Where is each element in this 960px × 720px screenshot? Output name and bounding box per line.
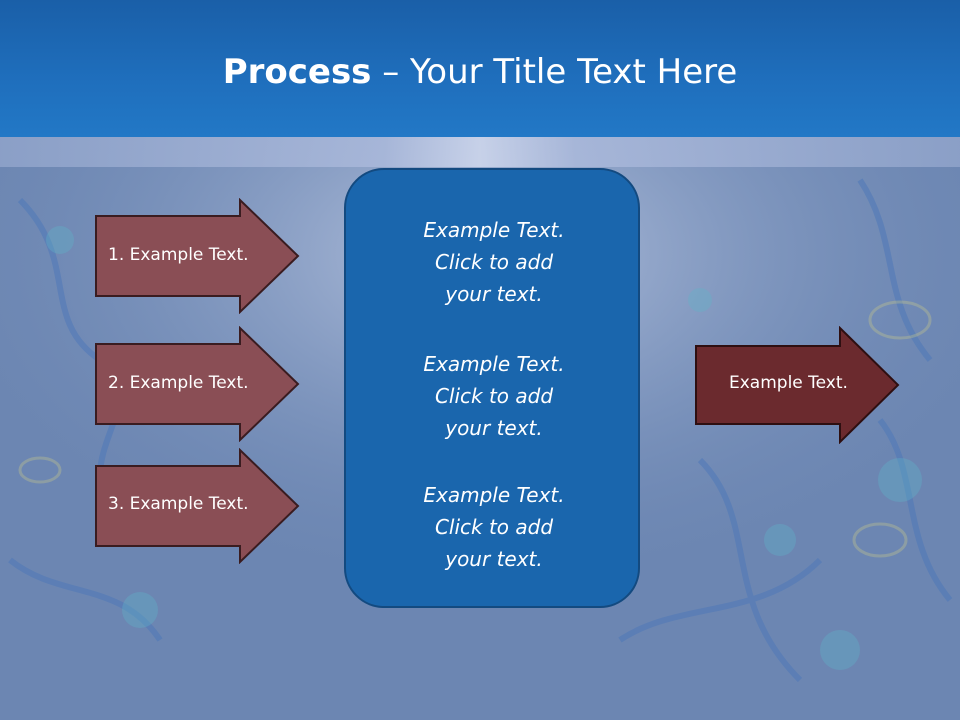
left-arrow-1-label: 1. Example Text. xyxy=(108,245,249,265)
left-arrow-3-label: 3. Example Text. xyxy=(108,494,249,514)
center-text-block-1: Example Text. Click to add your text. xyxy=(346,214,642,310)
center-text-block-3: Example Text. Click to add your text. xyxy=(346,479,642,575)
center-text-line: your text. xyxy=(445,547,543,571)
center-text-line: Click to add xyxy=(434,384,554,408)
right-arrow-label: Example Text. xyxy=(729,373,848,393)
center-text-block-2: Example Text. Click to add your text. xyxy=(346,348,642,444)
center-text-line: Click to add xyxy=(434,250,554,274)
center-text-line: Click to add xyxy=(434,515,554,539)
left-arrow-2[interactable] xyxy=(94,326,300,442)
right-arrow[interactable] xyxy=(694,326,900,444)
left-arrow-3[interactable] xyxy=(94,448,300,564)
slide-title[interactable]: Process – Your Title Text Here xyxy=(0,52,960,92)
title-accent-strip xyxy=(0,137,960,167)
title-bold-part: Process xyxy=(222,52,372,92)
title-rest-part: – Your Title Text Here xyxy=(371,52,738,92)
center-text-line: Example Text. xyxy=(423,483,565,507)
center-text-line: your text. xyxy=(445,282,543,306)
title-bar xyxy=(0,0,960,137)
center-text-line: your text. xyxy=(445,416,543,440)
left-arrow-2-label: 2. Example Text. xyxy=(108,373,249,393)
center-text-line: Example Text. xyxy=(423,218,565,242)
left-arrow-1[interactable] xyxy=(94,198,300,314)
center-text-line: Example Text. xyxy=(423,352,565,376)
center-text-box[interactable]: Example Text. Click to add your text. Ex… xyxy=(344,168,640,608)
